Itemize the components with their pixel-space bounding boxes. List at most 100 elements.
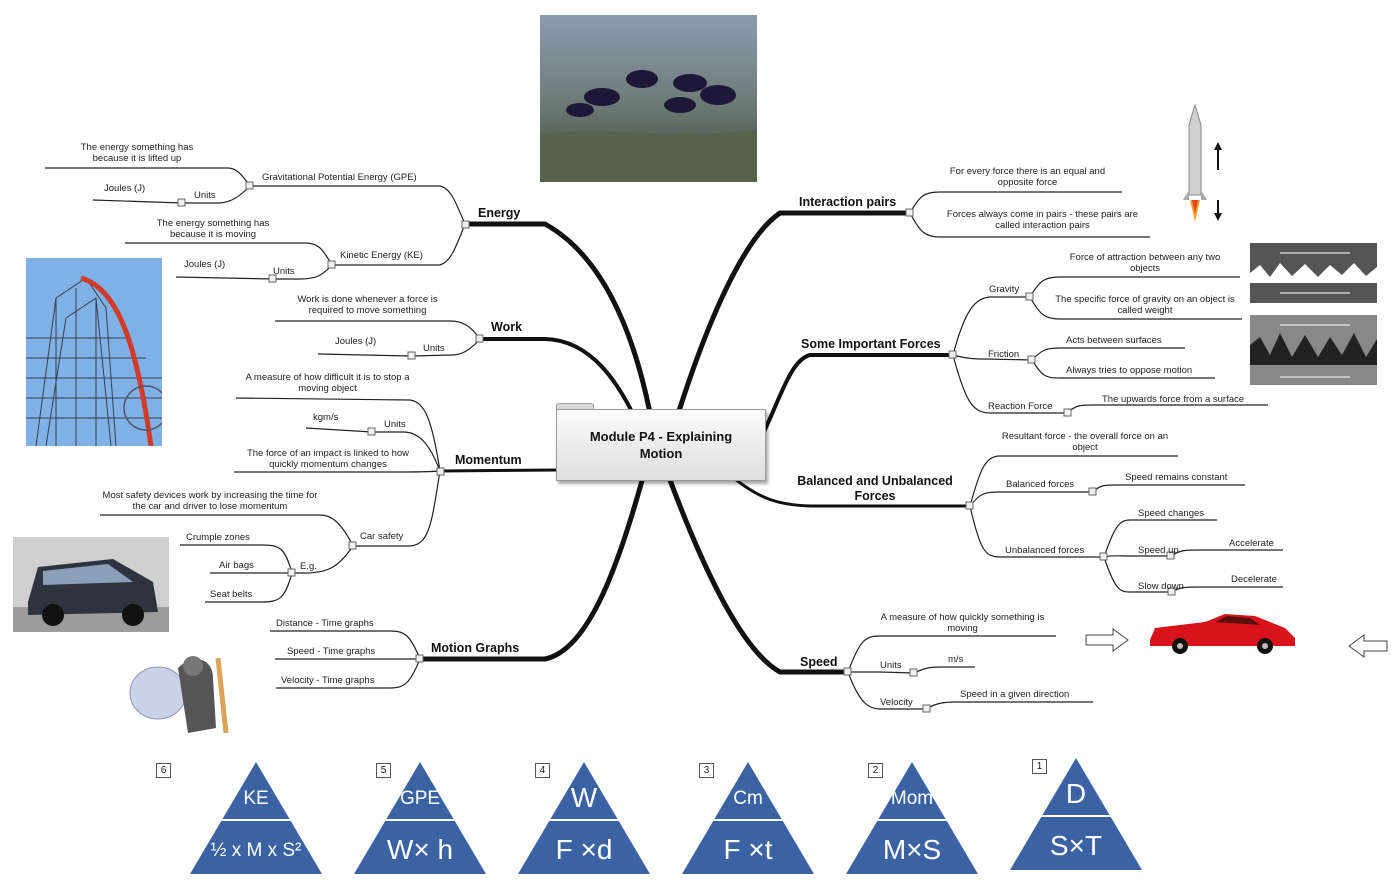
momentum-impact[interactable]: The force of an impact is linked to how … (246, 448, 410, 470)
skydivers-photo (540, 15, 757, 182)
crash-test-photo (13, 537, 169, 632)
gpe-description[interactable]: The energy something has because it is l… (80, 142, 194, 164)
formula-triangle-ke: 6 KE ½ x M x S² (156, 762, 322, 874)
formula-triangle-cm: 3 Cm F ×t (682, 762, 814, 874)
triangle-top: Cm (733, 788, 763, 809)
work-topic[interactable]: Work (491, 320, 523, 334)
interaction-pairs-topic[interactable]: Interaction pairs (799, 195, 897, 209)
central-topic-tab (556, 403, 594, 412)
left-arrow-icon (1348, 634, 1388, 658)
friction-description-1[interactable]: Acts between surfaces (1066, 335, 1162, 346)
right-arrow-icon (1085, 628, 1130, 652)
work-units-label[interactable]: Units (423, 343, 445, 354)
rocket-illustration (1180, 100, 1240, 225)
red-sports-car (1145, 610, 1300, 655)
formula-triangle-gpe: 5 GPE W× h (354, 762, 486, 874)
car-safety-description[interactable]: Most safety devices work by increasing t… (102, 490, 318, 512)
friction-surface-diagram-2 (1250, 315, 1377, 385)
speed-changes[interactable]: Speed changes (1138, 508, 1205, 519)
speed-up[interactable]: Speed up (1138, 545, 1179, 556)
gpe-units-value[interactable]: Joules (J) (104, 183, 146, 194)
formula-triangle-work: 4 W F ×d (518, 762, 650, 874)
unbalanced-forces-label[interactable]: Unbalanced forces (1005, 545, 1085, 556)
triangle-bottom: M×S (882, 834, 942, 865)
speed-topic[interactable]: Speed (800, 655, 838, 669)
speed-remains-constant[interactable]: Speed remains constant (1125, 472, 1228, 483)
momentum-topic[interactable]: Momentum (455, 453, 522, 467)
rollercoaster-photo (26, 258, 162, 446)
gpe-label[interactable]: Gravitational Potential Energy (GPE) (262, 172, 417, 183)
triangle-bottom: S×T (1049, 830, 1103, 861)
speed-time-graphs[interactable]: Speed - Time graphs (287, 646, 376, 657)
car-safety-label[interactable]: Car safety (360, 531, 404, 542)
decelerate[interactable]: Decelerate (1231, 574, 1277, 585)
triangle-bottom: F ×t (723, 834, 773, 865)
interaction-item-equal-opposite[interactable]: For every force there is an equal and op… (949, 166, 1106, 188)
velocity-time-graphs[interactable]: Velocity - Time graphs (281, 675, 375, 686)
triangle-bottom: W× h (386, 834, 454, 865)
triangle-number: 4 (535, 763, 550, 778)
momentum-units-value[interactable]: kgm/s (313, 412, 339, 423)
triangle-divider (866, 819, 958, 821)
speed-units-value[interactable]: m/s (948, 654, 964, 665)
friction-description-2[interactable]: Always tries to oppose motion (1066, 365, 1193, 376)
triangle-top: Mom (890, 788, 934, 809)
motion-graphs-topic[interactable]: Motion Graphs (431, 641, 520, 655)
triangle-top: W (570, 782, 598, 813)
example-crumple-zones[interactable]: Crumple zones (186, 532, 250, 543)
friction-label[interactable]: Friction (988, 349, 1020, 360)
triangle-divider (1030, 815, 1122, 817)
work-units-value[interactable]: Joules (J) (335, 336, 377, 347)
eg-label[interactable]: E.g. (300, 561, 317, 572)
balanced-forces-label[interactable]: Balanced forces (1006, 479, 1075, 490)
balanced-unbalanced-topic[interactable]: Balanced and Unbalanced Forces (797, 474, 953, 503)
triangle-bottom: F ×d (555, 834, 613, 865)
gravity-label[interactable]: Gravity (989, 284, 1020, 295)
velocity-description[interactable]: Speed in a given direction (960, 689, 1070, 700)
triangle-top: GPE (399, 788, 441, 809)
friction-surface-diagram-1 (1250, 243, 1377, 303)
distance-time-graphs[interactable]: Distance - Time graphs (276, 618, 374, 629)
formula-triangle-distance: 1 D S×T (1010, 758, 1142, 870)
energy-topic[interactable]: Energy (478, 206, 521, 220)
ke-units-label[interactable]: Units (273, 266, 295, 277)
triangle-divider (538, 819, 630, 821)
speed-units-label[interactable]: Units (880, 660, 902, 671)
resultant-force[interactable]: Resultant force - the overall force on a… (1001, 431, 1169, 453)
gpe-units-label[interactable]: Units (194, 190, 216, 201)
momentum-description[interactable]: A measure of how difficult it is to stop… (245, 372, 410, 394)
reaction-force-label[interactable]: Reaction Force (988, 401, 1053, 412)
airbag-illustration (118, 648, 238, 738)
ke-units-value[interactable]: Joules (J) (184, 259, 226, 270)
triangle-divider (702, 819, 794, 821)
triangle-number: 5 (376, 763, 391, 778)
ke-description[interactable]: The energy something has because it is m… (156, 218, 270, 240)
triangle-number: 6 (156, 763, 171, 778)
central-topic[interactable]: Module P4 - Explaining Motion (556, 409, 766, 481)
work-description[interactable]: Work is done whenever a force is require… (297, 294, 438, 316)
example-seat-belts[interactable]: Seat belts (210, 589, 253, 600)
interaction-item-pairs[interactable]: Forces always come in pairs - these pair… (946, 209, 1139, 231)
gravity-description-1[interactable]: Force of attraction between any two obje… (1069, 252, 1221, 274)
triangle-number: 1 (1032, 759, 1047, 774)
velocity-label[interactable]: Velocity (880, 697, 913, 708)
triangle-divider (210, 819, 302, 821)
important-forces-topic[interactable]: Some Important Forces (801, 337, 941, 351)
central-topic-title: Module P4 - Explaining Motion (589, 429, 733, 461)
triangle-top: KE (243, 788, 269, 809)
triangle-top: D (1065, 778, 1087, 809)
example-air-bags[interactable]: Air bags (219, 560, 254, 571)
formula-triangle-mom: 2 Mom M×S (846, 762, 978, 874)
triangle-number: 2 (868, 763, 883, 778)
speed-description[interactable]: A measure of how quickly something is mo… (880, 612, 1045, 634)
momentum-units-label[interactable]: Units (384, 419, 406, 430)
triangle-number: 3 (699, 763, 714, 778)
slow-down[interactable]: Slow down (1138, 581, 1184, 592)
accelerate[interactable]: Accelerate (1229, 538, 1274, 549)
triangle-divider (374, 819, 466, 821)
ke-label[interactable]: Kinetic Energy (KE) (340, 250, 423, 261)
gravity-description-2[interactable]: The specific force of gravity on an obje… (1055, 294, 1235, 316)
reaction-force-description[interactable]: The upwards force from a surface (1102, 394, 1245, 405)
